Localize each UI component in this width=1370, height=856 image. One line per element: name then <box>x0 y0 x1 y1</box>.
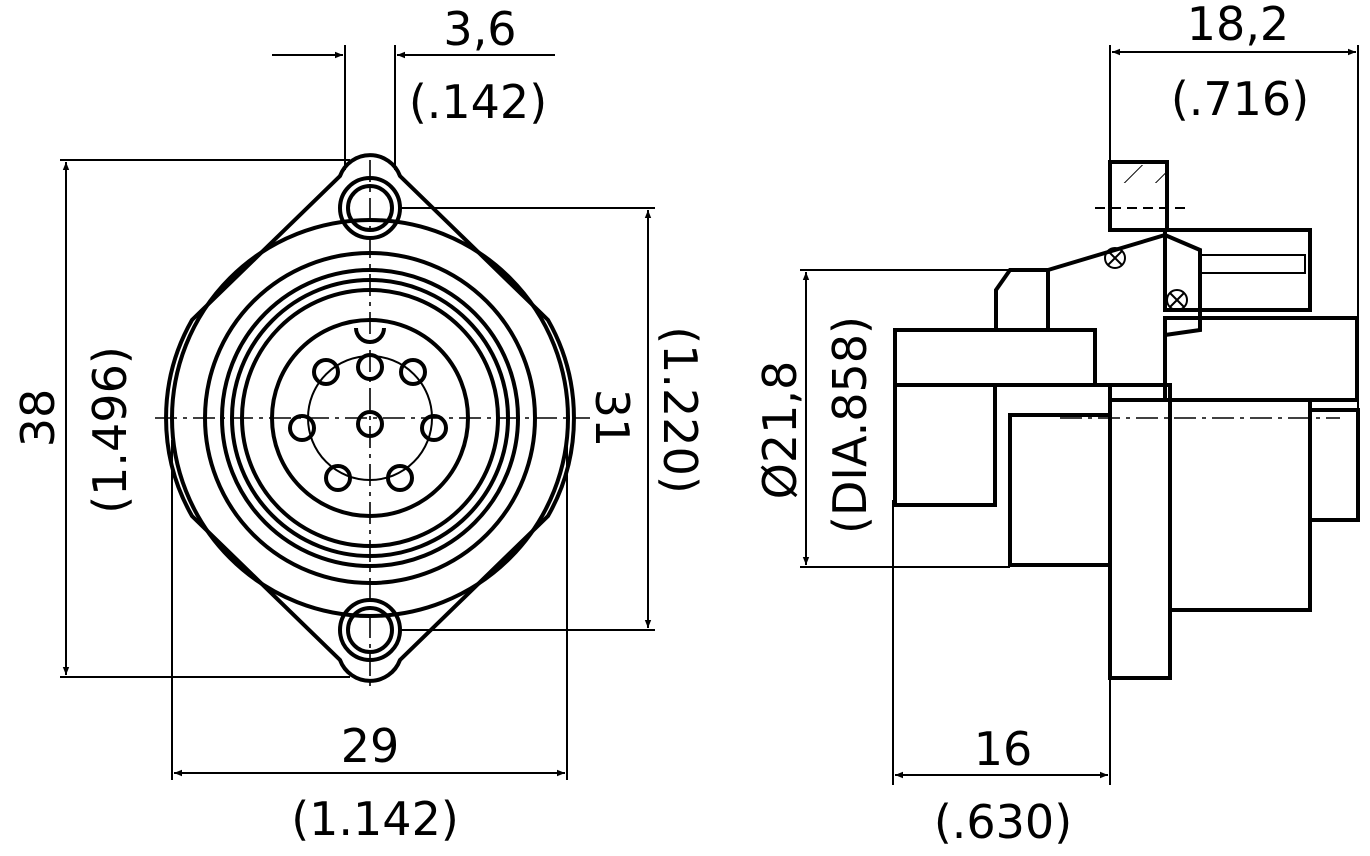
hole-spacing-in: (1.220) <box>653 326 707 494</box>
hole-spacing-mm: 31 <box>585 389 639 448</box>
depth-mm: 18,2 <box>1187 0 1289 51</box>
depth-in: (.716) <box>1171 72 1309 126</box>
front-dimensions: 3,6 (.142) 38 (1.496) 31 (1.220) 29 (1.1… <box>11 2 707 846</box>
side-dimensions: 18,2 (.716) Ø21,8 (DIA.858) 16 (.630) <box>753 0 1359 849</box>
side-view <box>893 160 1360 680</box>
hole-offset-in: (.142) <box>409 75 547 129</box>
panel-depth-in: (.630) <box>934 795 1072 849</box>
panel-depth-mm: 16 <box>974 722 1033 776</box>
diameter-mm: Ø21,8 <box>753 361 807 500</box>
hole-offset-mm: 3,6 <box>443 2 516 56</box>
diameter-in: (DIA.858) <box>823 316 877 534</box>
front-view <box>155 153 590 690</box>
height-in: (1.496) <box>83 346 137 514</box>
width-in: (1.142) <box>291 792 459 846</box>
width-mm: 29 <box>341 719 400 773</box>
height-mm: 38 <box>11 389 65 448</box>
pins <box>288 353 448 492</box>
flange-outline <box>164 153 576 683</box>
